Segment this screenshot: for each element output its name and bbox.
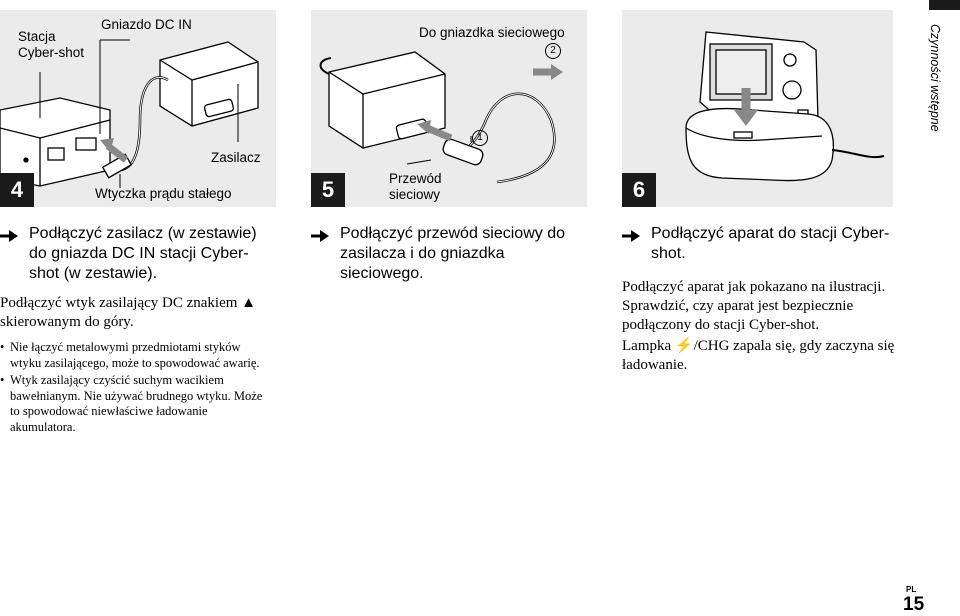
side-tab-marker: [929, 0, 960, 10]
illustration-step-5: Do gniazdka sieciowego 2 Przewód sieciow…: [311, 10, 587, 207]
label-station: Stacja Cyber-shot: [18, 29, 85, 60]
camera-station-illustration: [685, 31, 885, 182]
arrow-right-icon: [622, 228, 640, 248]
step-4-heading-text: Podłączyć zasilacz (w zestawie) do gniaz…: [29, 225, 257, 282]
step-number-4: 4: [0, 173, 34, 207]
step-6-heading-text: Podłączyć aparat do stacji Cyber-shot.: [651, 225, 890, 262]
station-adapter-illustration: [0, 39, 259, 188]
label-dc-plug: Wtyczka prądu stałego: [95, 186, 232, 201]
illustration-step-4: Stacja Cyber-shot Gniazdo DC IN Zasilacz…: [0, 10, 276, 207]
label-wall-outlet-number: 2: [541, 43, 561, 60]
step-6-text: Podłączyć aparat do stacji Cyber-shot. P…: [622, 224, 900, 375]
bullet-item: •Nie łączyć metalowymi przedmiotami styk…: [0, 340, 260, 370]
step-6-heading: Podłączyć aparat do stacji Cyber-shot.: [622, 224, 900, 264]
step-4-body: Podłączyć wtyk zasilający DC znakiem ▲ s…: [0, 295, 257, 330]
label-power-cord: Przewód sieciowy: [389, 171, 442, 202]
label-dc-in: Gniazdo DC IN: [101, 17, 192, 32]
step-5-heading-text: Podłączyć przewód sieciowy do zasilacza …: [340, 225, 565, 282]
label-power-cord-number: 1: [468, 130, 488, 147]
step-5-text: Podłączyć przewód sieciowy do zasilacza …: [311, 224, 581, 284]
step-5-heading: Podłączyć przewód sieciowy do zasilacza …: [311, 224, 581, 284]
step-number-5: 5: [311, 173, 345, 207]
arrow-right-icon: [311, 228, 329, 248]
section-tab-label: Czynności wstępne: [928, 24, 942, 132]
bullet-item: •Wtyk zasilający czyścić suchym wacikiem…: [0, 373, 263, 434]
step-6-body-charge: Lampka ⚡/CHG zapala się, gdy zaczyna się…: [622, 338, 895, 373]
step-4-text: Podłączyć zasilacz (w zestawie) do gniaz…: [0, 224, 270, 437]
language-code: PL: [906, 585, 917, 594]
step-4-bullets: •Nie łączyć metalowymi przedmiotami styk…: [0, 340, 270, 435]
step-number-6: 6: [622, 173, 656, 207]
illustration-step-6: 6: [622, 10, 893, 207]
step-4-heading: Podłączyć zasilacz (w zestawie) do gniaz…: [0, 224, 270, 284]
adapter-cord-illustration: [319, 51, 563, 184]
label-adapter: Zasilacz: [211, 150, 261, 165]
label-wall-outlet: Do gniazdka sieciowego: [419, 25, 565, 40]
step-6-body: Podłączyć aparat jak pokazano na ilustra…: [622, 279, 886, 333]
page-number: 15: [903, 594, 925, 615]
arrow-right-icon: [0, 228, 18, 248]
